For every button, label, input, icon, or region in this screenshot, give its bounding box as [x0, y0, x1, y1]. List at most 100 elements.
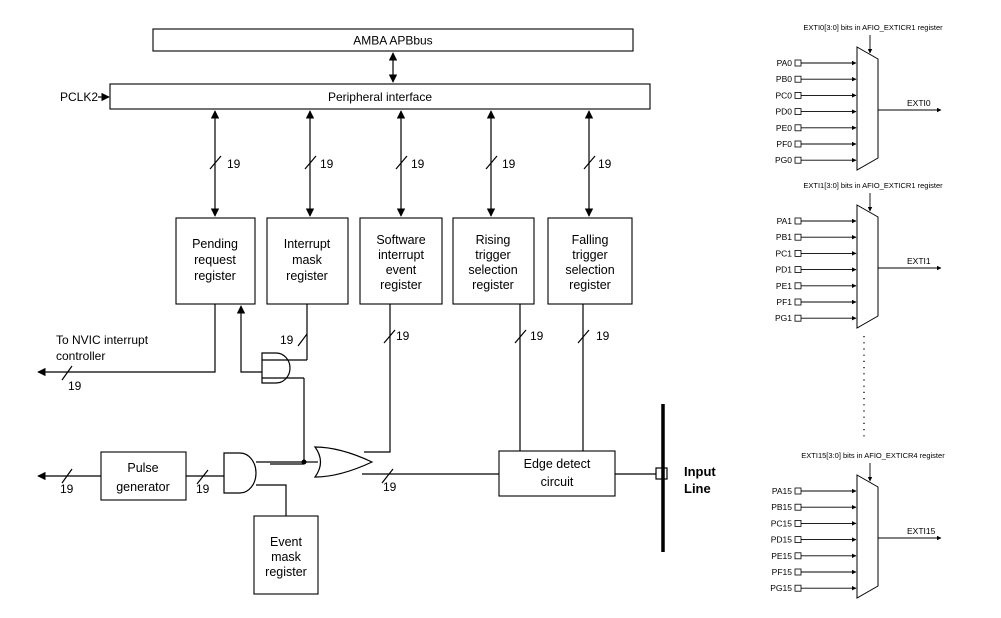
mux-input-label: PG1: [775, 313, 792, 323]
register-label: Software: [376, 233, 425, 247]
bus-width-label: 19: [530, 329, 544, 343]
bus-width-label: 19: [411, 157, 425, 171]
interrupt-mask-register: Interrupt mask register: [266, 217, 349, 305]
bus-width-label: 19: [68, 379, 82, 393]
event-mask-label: register: [265, 565, 307, 579]
exti-mux-0: EXTI0[3:0] bits in AFIO_EXTICR1 register…: [775, 23, 943, 171]
mux-input-pin: [794, 568, 802, 576]
bus-width-label: 19: [196, 482, 210, 496]
mux-input-label: PE0: [776, 123, 792, 133]
mux-output-label: EXTI1: [907, 256, 931, 266]
mux-input-pin: [794, 487, 802, 495]
edge-detect-circuit: Edge detect circuit: [498, 450, 616, 497]
interrupt-and-gate: [261, 352, 291, 384]
mux-input-label: PF0: [776, 139, 792, 149]
pulse-generator-label: Pulse: [127, 461, 158, 475]
mux-input-label: PA0: [777, 58, 793, 68]
nvic-label: To NVIC interrupt: [56, 333, 149, 347]
register-label: selection: [468, 263, 517, 277]
or-gate: [313, 446, 374, 478]
mux-input-label: PG0: [775, 155, 792, 165]
software-event-to-or: [364, 304, 391, 453]
mux-input-pin: [794, 140, 802, 148]
mux-input-label: PC1: [775, 248, 792, 258]
mux-input-label: PD15: [771, 535, 793, 545]
mux-input-pin: [794, 92, 802, 99]
bus-width-label: 19: [60, 482, 74, 496]
input-line-label: Line: [684, 481, 711, 496]
mux-select-label: EXTI0[3:0] bits in AFIO_EXTICR1 register: [803, 23, 943, 32]
amba-apb-bus-label: AMBA APBbus: [353, 34, 432, 48]
input-line-label: Input: [684, 464, 716, 479]
mux-input-label: PC0: [775, 90, 792, 100]
register-bus-links: 19 19 19 19 19: [209, 110, 612, 217]
mux-body: [856, 204, 879, 329]
mux-input-pin: [794, 249, 802, 257]
software-interrupt-event-register: Software interrupt event register: [359, 217, 443, 305]
rising-trigger-selection-register: Rising trigger selection register: [452, 217, 535, 305]
mux-input-pin: [794, 520, 802, 527]
mux-input-pin: [794, 503, 802, 511]
mux-input-label: PB1: [776, 232, 792, 242]
mux-input-label: PC15: [771, 518, 793, 528]
register-label: Pending: [192, 237, 238, 251]
mux-input-label: PF1: [776, 297, 792, 307]
and-to-pending-arrow: [236, 305, 262, 373]
mux-input-pin: [794, 536, 802, 543]
pending-request-register: Pending request register: [175, 217, 256, 305]
register-label: trigger: [572, 248, 607, 262]
mux-body: [856, 474, 879, 599]
mux-input-pin: [794, 108, 802, 115]
mux-input-label: PE15: [771, 551, 792, 561]
mux-input-label: PB15: [771, 502, 792, 512]
register-label: mask: [292, 253, 323, 267]
bus-width-label: 19: [598, 157, 612, 171]
exti-multiplexers: EXTI0[3:0] bits in AFIO_EXTICR1 register…: [770, 23, 945, 599]
peripheral-interface-label: Peripheral interface: [328, 90, 432, 104]
mux-output-label: EXTI15: [907, 526, 936, 536]
mux-input-pin: [794, 552, 802, 560]
exti-mux-2: EXTI15[3:0] bits in AFIO_EXTICR4 registe…: [770, 451, 945, 599]
edge-detect-label: circuit: [541, 475, 574, 489]
mux-input-pin: [794, 124, 802, 132]
register-label: interrupt: [378, 248, 424, 262]
event-and-gate: [223, 452, 257, 494]
mux-input-pin: [794, 282, 802, 290]
mux-select-label: EXTI1[3:0] bits in AFIO_EXTICR1 register: [803, 181, 943, 190]
event-mask-register: Event mask register: [253, 515, 319, 595]
mux-input-label: PF15: [772, 567, 793, 577]
pclk2-label: PCLK2: [60, 90, 98, 104]
bus-width-label: 19: [383, 480, 397, 494]
register-label: selection: [565, 263, 614, 277]
register-label: trigger: [475, 248, 510, 262]
falling-trigger-selection-register: Falling trigger selection register: [547, 217, 633, 305]
pulse-generator-label: generator: [116, 480, 170, 494]
bus-width-label: 19: [502, 157, 516, 171]
mux-input-label: PA1: [777, 216, 793, 226]
mux-input-label: PE1: [776, 281, 792, 291]
mux-input-label: PG15: [770, 583, 792, 593]
amba-apb-bus: AMBA APBbus: [152, 28, 634, 52]
mux-input-label: PD1: [775, 265, 792, 275]
mux-input-pin: [794, 217, 802, 225]
bus-width-label: 19: [396, 329, 410, 343]
nvic-output-arrow: [37, 304, 216, 377]
event-mask-label: mask: [271, 550, 302, 564]
register-label: register: [194, 269, 236, 283]
nvic-label: controller: [56, 349, 105, 363]
bus-width-label: 19: [320, 157, 334, 171]
mux-input-pin: [794, 298, 802, 306]
mux-input-pin: [794, 266, 802, 274]
mux-select-label: EXTI15[3:0] bits in AFIO_EXTICR4 registe…: [801, 451, 945, 460]
register-label: event: [386, 263, 417, 277]
mux-input-pin: [794, 156, 802, 164]
register-label: request: [194, 253, 236, 267]
exti-mux-1: EXTI1[3:0] bits in AFIO_EXTICR1 register…: [775, 181, 943, 329]
register-label: register: [569, 278, 611, 292]
register-label: Rising: [476, 233, 511, 247]
bus-width-label: 19: [227, 157, 241, 171]
peripheral-interface: Peripheral interface: [109, 83, 651, 110]
mux-input-label: PA15: [772, 486, 792, 496]
register-label: register: [286, 269, 328, 283]
